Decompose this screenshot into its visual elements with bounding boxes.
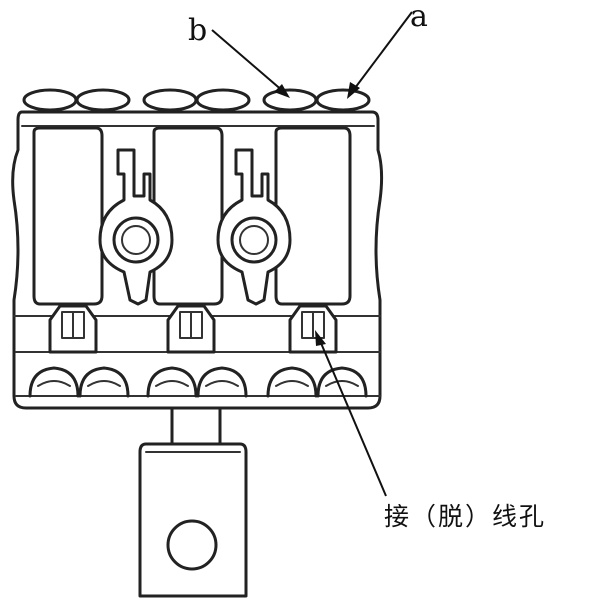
screw-clamp-right [216, 148, 292, 306]
mounting-hole [166, 519, 218, 571]
release-button-3 [288, 304, 338, 354]
release-button-1 [48, 304, 98, 354]
leader-b [211, 29, 290, 98]
hole-a [315, 88, 371, 112]
connector-housing [11, 110, 384, 410]
release-buttons [48, 304, 338, 354]
bottom-wire-holes [28, 366, 368, 398]
leader-wire-hole [315, 330, 387, 497]
label-a: a [410, 0, 428, 34]
mounting-tab [138, 406, 248, 598]
screw-clamp-left [98, 148, 174, 306]
leader-a [347, 11, 413, 99]
release-button-2 [166, 304, 216, 354]
top-wire-holes [22, 88, 371, 112]
label-wire-hole: 接（脱）线孔 [384, 502, 546, 531]
hole-b [262, 88, 318, 112]
label-b: b [188, 13, 207, 48]
wire-channels [32, 126, 352, 306]
